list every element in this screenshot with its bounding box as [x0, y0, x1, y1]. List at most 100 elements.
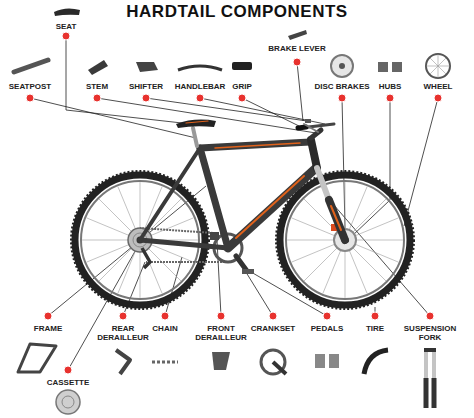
brake-lever [304, 124, 318, 132]
leader-line [165, 257, 182, 316]
frame-accent [215, 143, 300, 148]
seat-icon [54, 8, 80, 16]
tire-tread [276, 171, 414, 309]
leader-line [352, 98, 390, 236]
callout-dot [426, 312, 434, 320]
front-derailleur-icon [212, 352, 230, 370]
part-label: SUSPENSION FORK [400, 324, 460, 342]
leader-line [342, 98, 345, 228]
down-tube [228, 168, 316, 248]
seatpost-icon [14, 60, 48, 72]
callout-dot [293, 58, 301, 66]
crankset-icon [273, 362, 286, 374]
wheel-icon [426, 54, 450, 78]
part-label: BRAKE LEVER [267, 44, 326, 53]
part-label: CASSETTE [46, 378, 91, 387]
leader-line [30, 98, 196, 138]
leader-line [297, 62, 303, 121]
leader-line [217, 240, 221, 316]
callout-dot [323, 312, 331, 320]
callout-dots [26, 32, 442, 374]
crankset-icon [261, 350, 285, 374]
callout-dot [93, 94, 101, 102]
callout-dot [62, 32, 70, 40]
callout-dot [238, 94, 246, 102]
fork-accent [331, 206, 341, 230]
grip [298, 127, 306, 128]
brake-lever-icon [288, 30, 307, 40]
fork-icon [424, 378, 429, 408]
callout-dot [217, 312, 225, 320]
callout-dot [26, 94, 34, 102]
callout-dot [161, 312, 169, 320]
leader-line [200, 98, 325, 124]
shifter-icon [136, 62, 158, 72]
chain-icon [152, 361, 178, 364]
rear-derailleur [142, 248, 150, 268]
leader-lines [30, 36, 438, 370]
frame-accent [236, 176, 304, 238]
spokes [287, 182, 403, 298]
cassette-icon [56, 390, 80, 414]
disc-brake-icon [339, 63, 345, 69]
head-tube [311, 140, 317, 168]
part-label: REAR DERAILLEUR [95, 324, 151, 342]
part-label: FRONT DERAILLEUR [191, 324, 251, 342]
leader-line [146, 98, 307, 121]
callout-dot [386, 94, 394, 102]
part-icons [18, 344, 436, 414]
fork-icon [424, 352, 428, 378]
saddle-accent [186, 121, 208, 123]
tire-icon [364, 350, 388, 374]
part-label: CRANKSET [250, 324, 296, 333]
grip-icon [232, 62, 252, 70]
diagram-title: HARDTAIL COMPONENTS [0, 2, 474, 22]
cassette-icon [62, 396, 74, 408]
leader-line [242, 98, 299, 126]
leader-line [404, 98, 438, 226]
fork-icon [432, 352, 436, 378]
fork-lower [329, 200, 345, 240]
leader-line [236, 256, 273, 316]
frame-icon [18, 344, 56, 372]
part-label: GRIP [231, 82, 253, 91]
callout-dot [196, 94, 204, 102]
fork-stanchion [317, 168, 329, 200]
rim [286, 181, 404, 299]
pedal [242, 269, 254, 274]
callout-dot [119, 312, 127, 320]
front-derailleur [210, 232, 219, 240]
part-label: SHIFTER [128, 82, 164, 91]
stem-icon [88, 60, 108, 75]
part-label: DISC BRAKES [313, 82, 370, 91]
leader-line [66, 36, 182, 123]
callout-dot [338, 94, 346, 102]
chain [146, 261, 228, 263]
part-label: WHEEL [423, 82, 454, 91]
top-tube [200, 142, 310, 148]
part-label: HUBS [378, 82, 403, 91]
tire [280, 175, 410, 305]
seatstay [140, 148, 200, 240]
part-label: STEM [85, 82, 109, 91]
pedal-icon [329, 354, 339, 368]
part-label: PEDALS [310, 324, 344, 333]
hub-icon [378, 62, 388, 72]
seat-tube [200, 148, 228, 248]
part-label: CHAIN [151, 324, 178, 333]
handlebar-icon [178, 66, 222, 70]
wheel-icon [426, 54, 450, 78]
fork-icon [432, 378, 437, 408]
pedal-icon [315, 354, 325, 368]
suspension-fork [317, 168, 345, 240]
callout-dot [434, 94, 442, 102]
crank-arm [236, 256, 247, 271]
callout-dot [64, 366, 72, 374]
part-label: SEAT [55, 22, 78, 31]
part-label: FRAME [33, 324, 63, 333]
part-label: HANDLEBAR [174, 82, 227, 91]
callout-dot [371, 312, 379, 320]
hub-icon [392, 62, 402, 72]
